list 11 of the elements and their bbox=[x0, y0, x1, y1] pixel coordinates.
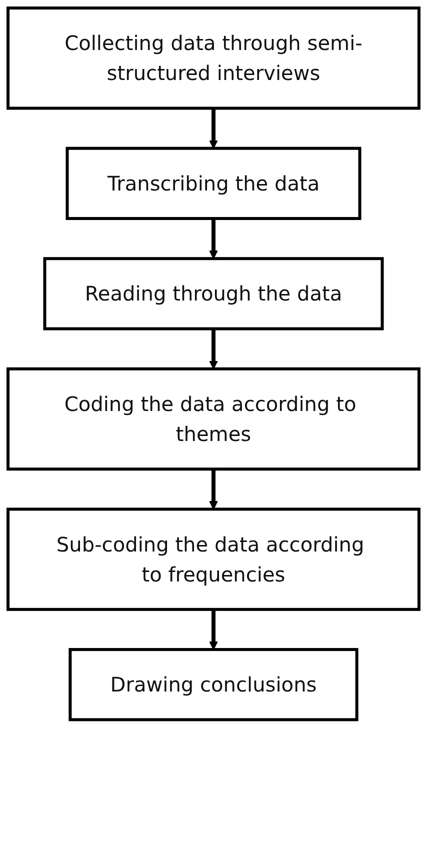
node-box: Collecting data through semi-structured interviews bbox=[6, 6, 420, 110]
node-box: Coding the data according to themes bbox=[6, 367, 420, 471]
arrow bbox=[209, 218, 218, 259]
node-box: Reading through the data bbox=[43, 257, 384, 330]
node-box: Sub-coding the data according to frequencies bbox=[6, 508, 420, 611]
arrow bbox=[209, 328, 218, 370]
arrow bbox=[209, 469, 218, 510]
arrow bbox=[209, 108, 218, 149]
node-box: Drawing conclusions bbox=[68, 648, 358, 722]
node-box: Transcribing the data bbox=[66, 146, 362, 220]
arrow bbox=[209, 609, 218, 650]
